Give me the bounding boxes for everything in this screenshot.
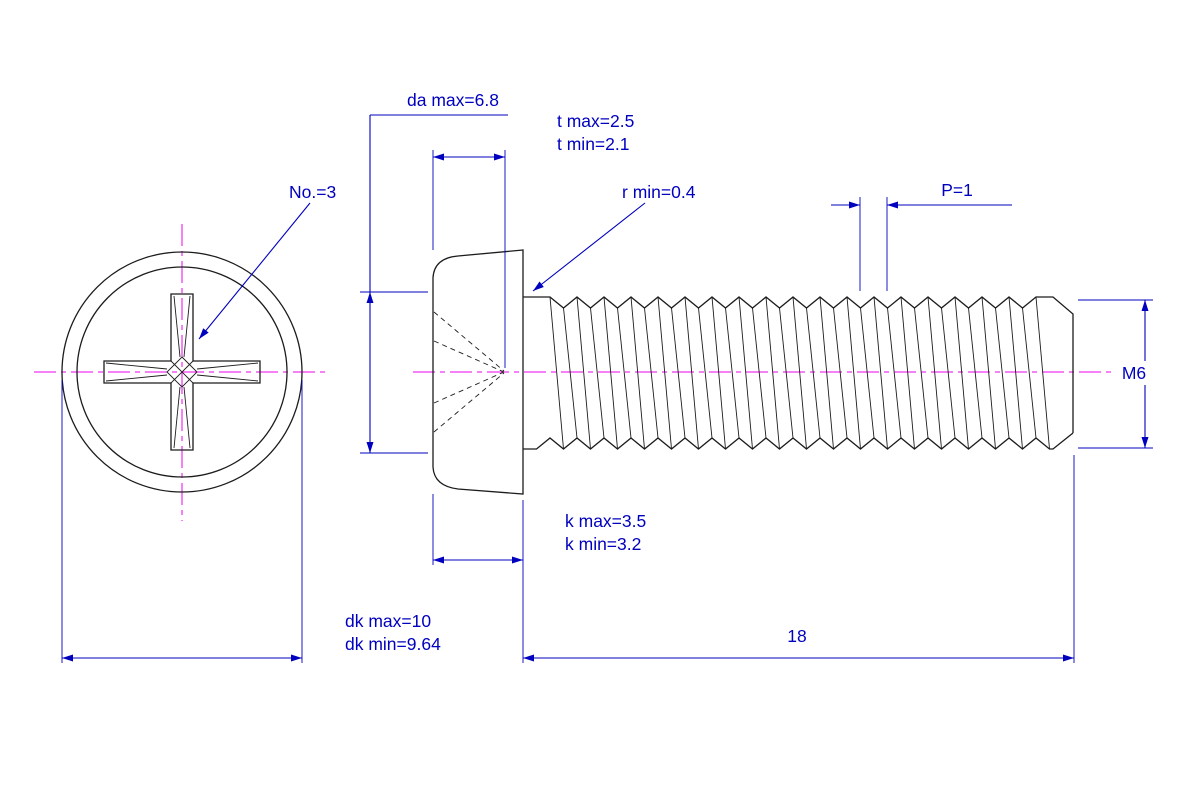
thread-flank-line [819,296,834,450]
thread-flank-line [873,296,888,450]
thread-root-line [725,307,740,439]
dim-dkmin-label: dk min=9.64 [345,634,441,654]
thread-root-line [563,307,578,439]
thread-root-line [914,307,929,439]
recess-diagonal-2 [170,360,194,384]
dimension-arrow [433,556,444,564]
dim-rmin-label: r min=0.4 [622,182,696,202]
dimension-arrow [887,201,898,209]
dimension-arrow [199,328,209,339]
dim-dkmax-label: dk max=10 [345,611,431,631]
dim-pitch-label: P=1 [941,180,973,200]
dimension-arrow [1141,437,1149,448]
dim-kmax-label: k max=3.5 [565,511,646,531]
dimension-arrow [533,281,544,291]
thread-flank-line [765,296,780,450]
recess-wing-right-bottom [196,374,259,382]
recess-wing-bottom-right [183,386,191,449]
recess-no-leader [198,202,311,340]
recess-wing-bottom-left [173,386,181,449]
thread-crest-bottom [523,432,1074,450]
thread-flank-line [927,296,942,450]
hidden-recess-cone [433,311,505,433]
thread-flank-line [954,296,969,450]
recess-center-diamond [166,356,198,388]
front-view-head [61,251,303,493]
head-inner-circle [76,266,288,478]
thread-root-line [860,307,875,439]
dimension-arrow [366,292,374,303]
dim-da-label: da max=6.8 [407,90,499,110]
thread-root-line [833,307,848,439]
dimension-arrow [494,153,505,161]
dim-m6-label: M6 [1122,363,1146,383]
recess-wing-top-right [183,295,191,358]
dimension-arrow [1141,300,1149,311]
thread-root-line [590,307,605,439]
r-min-leader [532,202,646,292]
head-outer-circle [61,251,303,493]
thread-root-line [941,307,956,439]
recess-wing-left-bottom [105,374,168,382]
dim-length-label: 18 [787,626,806,646]
recess-hidden-line [433,372,505,433]
thread-flank-line [1008,296,1023,450]
label-layer: da max=6.8 t max=2.5 t min=2.1 No.=3 r m… [289,90,1158,654]
thread-flank-line [738,296,753,450]
thread-flank-line [657,296,672,450]
dimension-arrow [366,442,374,453]
thread-root-line [779,307,794,439]
pan-head-profile [432,249,524,495]
thread-root-line [968,307,983,439]
dimension-arrow [523,654,534,662]
dimension-arrow [1063,654,1074,662]
thread-root-line [698,307,713,439]
thread-flank-line [981,296,996,450]
thread-root-line [752,307,767,439]
thread-flank-line [576,296,591,450]
recess-hidden-line [433,311,505,372]
recess-wing-left-top [105,362,168,370]
recess-wing-right-top [196,362,259,370]
thread-flank-line [900,296,915,450]
recess-wing-top-left [173,295,181,358]
thread-flank-line [684,296,699,450]
dimension-arrow [62,654,73,662]
thread-root-line [887,307,902,439]
thread-root-line [806,307,821,439]
thread-flank-line [792,296,807,450]
thread-root-line [671,307,686,439]
thread-flank-line [549,296,564,450]
thread-flank-line [1035,296,1050,450]
thread-root-line [995,307,1010,439]
dimension-lines [61,114,1153,663]
dimension-arrow [849,201,860,209]
dim-kmin-label: k min=3.2 [565,534,641,554]
dim-tmax-label: t max=2.5 [557,111,634,131]
dim-tmin-label: t min=2.1 [557,134,629,154]
thread-flank-line [711,296,726,450]
thread-flank-line [630,296,645,450]
recess-hidden-line [433,340,505,373]
dimension-arrow [291,654,302,662]
thread-root-line [1022,307,1037,439]
recess-hidden-line [433,371,505,404]
thread-flank-line [846,296,861,450]
thread-root-line [617,307,632,439]
dimension-arrow [433,153,444,161]
dimension-arrow [512,556,523,564]
dimension-arrows [62,153,1149,662]
thread-flank-line [603,296,618,450]
m6-label-background [1112,361,1158,385]
side-view-screw [432,249,1074,495]
threaded-shank [523,296,1074,450]
recess-no-label: No.=3 [289,182,336,202]
thread-root-line [644,307,659,439]
